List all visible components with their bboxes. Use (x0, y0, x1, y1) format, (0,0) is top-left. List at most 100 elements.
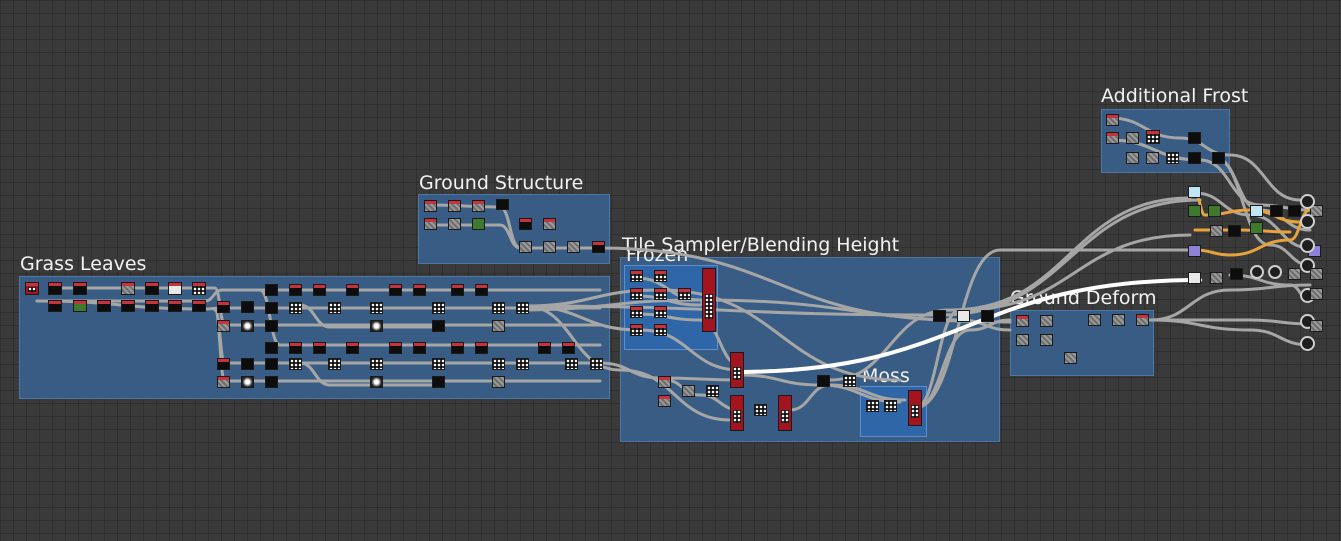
node-thumbnail-icon[interactable] (217, 376, 230, 388)
node-thumbnail-icon[interactable] (538, 342, 551, 354)
node-thumbnail-icon[interactable] (424, 218, 437, 230)
node-thumbnail-icon[interactable] (370, 320, 383, 332)
node-thumbnail-icon[interactable] (817, 375, 830, 387)
output-node-icon[interactable] (1300, 194, 1315, 209)
node-thumbnail-icon[interactable] (313, 342, 326, 354)
node-thumbnail-icon[interactable] (678, 288, 691, 300)
node-thumbnail-icon[interactable] (543, 241, 556, 253)
node-thumbnail-icon[interactable] (370, 302, 383, 314)
node-thumbnail-icon[interactable] (25, 282, 39, 295)
node-thumbnail-icon[interactable] (346, 342, 359, 354)
node-thumbnail-icon[interactable] (730, 352, 744, 388)
node-thumbnail-icon[interactable] (1210, 225, 1223, 237)
node-thumbnail-icon[interactable] (654, 324, 667, 336)
node-thumbnail-icon[interactable] (1230, 268, 1243, 280)
node-thumbnail-icon[interactable] (241, 301, 254, 313)
node-thumbnail-icon[interactable] (289, 284, 302, 296)
node-thumbnail-icon[interactable] (1288, 205, 1301, 217)
node-thumbnail-icon[interactable] (516, 302, 529, 314)
node-thumbnail-icon[interactable] (1310, 320, 1323, 332)
node-thumbnail-icon[interactable] (1310, 288, 1323, 300)
node-thumbnail-icon[interactable] (957, 310, 970, 322)
output-node-icon[interactable] (1300, 238, 1315, 253)
node-thumbnail-icon[interactable] (843, 375, 856, 387)
node-thumbnail-icon[interactable] (1188, 152, 1201, 164)
output-node-icon[interactable] (1300, 214, 1315, 229)
node-thumbnail-icon[interactable] (413, 284, 426, 296)
node-thumbnail-icon[interactable] (370, 376, 383, 388)
node-thumbnail-icon[interactable] (475, 284, 488, 296)
node-thumbnail-icon[interactable] (592, 241, 605, 253)
node-thumbnail-icon[interactable] (432, 320, 445, 332)
node-thumbnail-icon[interactable] (328, 302, 341, 314)
node-thumbnail-icon[interactable] (448, 200, 461, 212)
node-thumbnail-icon[interactable] (472, 218, 485, 230)
node-thumbnail-icon[interactable] (1146, 130, 1160, 144)
node-thumbnail-icon[interactable] (1188, 245, 1201, 257)
node-thumbnail-icon[interactable] (73, 300, 87, 312)
node-thumbnail-icon[interactable] (1210, 272, 1223, 284)
node-thumbnail-icon[interactable] (658, 376, 671, 388)
node-thumbnail-icon[interactable] (289, 302, 302, 314)
node-thumbnail-icon[interactable] (1250, 205, 1263, 217)
node-thumbnail-icon[interactable] (168, 300, 182, 312)
node-thumbnail-icon[interactable] (313, 284, 326, 296)
node-thumbnail-icon[interactable] (192, 300, 206, 312)
node-thumbnail-icon[interactable] (565, 358, 578, 370)
node-thumbnail-icon[interactable] (590, 358, 603, 370)
node-thumbnail-icon[interactable] (1270, 205, 1283, 217)
node-thumbnail-icon[interactable] (48, 300, 62, 312)
node-thumbnail-icon[interactable] (48, 282, 62, 295)
node-thumbnail-icon[interactable] (432, 376, 445, 388)
node-thumbnail-icon[interactable] (567, 241, 580, 253)
node-thumbnail-icon[interactable] (432, 358, 445, 370)
node-thumbnail-icon[interactable] (706, 385, 719, 397)
node-thumbnail-icon[interactable] (424, 200, 437, 212)
node-thumbnail-icon[interactable] (1228, 225, 1241, 237)
node-thumbnail-icon[interactable] (241, 320, 254, 332)
node-thumbnail-icon[interactable] (389, 284, 402, 296)
output-node-icon[interactable] (1300, 336, 1315, 351)
node-thumbnail-icon[interactable] (1146, 152, 1159, 164)
node-thumbnail-icon[interactable] (654, 270, 667, 282)
node-thumbnail-icon[interactable] (1064, 352, 1077, 364)
node-thumbnail-icon[interactable] (432, 302, 445, 314)
node-thumbnail-icon[interactable] (778, 395, 792, 431)
frame-ground-deform[interactable] (1010, 310, 1154, 376)
node-thumbnail-icon[interactable] (730, 395, 744, 431)
frame-grass-leaves[interactable] (19, 276, 610, 399)
node-thumbnail-icon[interactable] (265, 358, 278, 370)
node-thumbnail-icon[interactable] (1212, 152, 1225, 164)
node-thumbnail-icon[interactable] (933, 310, 946, 322)
node-thumbnail-icon[interactable] (1106, 132, 1119, 144)
node-thumbnail-icon[interactable] (884, 400, 897, 412)
node-thumbnail-icon[interactable] (654, 288, 667, 300)
node-thumbnail-icon[interactable] (1188, 132, 1201, 144)
node-thumbnail-icon[interactable] (145, 282, 159, 295)
node-thumbnail-icon[interactable] (1112, 314, 1125, 326)
output-node-icon[interactable] (1250, 265, 1264, 279)
node-thumbnail-icon[interactable] (265, 320, 278, 332)
node-thumbnail-icon[interactable] (1250, 222, 1263, 234)
node-thumbnail-icon[interactable] (389, 342, 402, 354)
node-thumbnail-icon[interactable] (492, 358, 505, 370)
node-thumbnail-icon[interactable] (328, 358, 341, 370)
node-thumbnail-icon[interactable] (1166, 152, 1179, 164)
node-thumbnail-icon[interactable] (121, 300, 135, 312)
node-thumbnail-icon[interactable] (97, 300, 111, 312)
node-thumbnail-icon[interactable] (1188, 186, 1201, 198)
node-thumbnail-icon[interactable] (145, 300, 159, 312)
node-thumbnail-icon[interactable] (1088, 314, 1101, 326)
node-thumbnail-icon[interactable] (1188, 205, 1201, 217)
node-thumbnail-icon[interactable] (1288, 268, 1301, 280)
node-thumbnail-icon[interactable] (1136, 314, 1149, 326)
node-thumbnail-icon[interactable] (265, 342, 278, 354)
node-thumbnail-icon[interactable] (1310, 268, 1323, 280)
node-thumbnail-icon[interactable] (519, 241, 532, 253)
node-thumbnail-icon[interactable] (630, 306, 643, 318)
node-thumbnail-icon[interactable] (192, 282, 206, 295)
node-thumbnail-icon[interactable] (451, 284, 464, 296)
node-thumbnail-icon[interactable] (1188, 272, 1201, 284)
node-thumbnail-icon[interactable] (265, 284, 278, 296)
